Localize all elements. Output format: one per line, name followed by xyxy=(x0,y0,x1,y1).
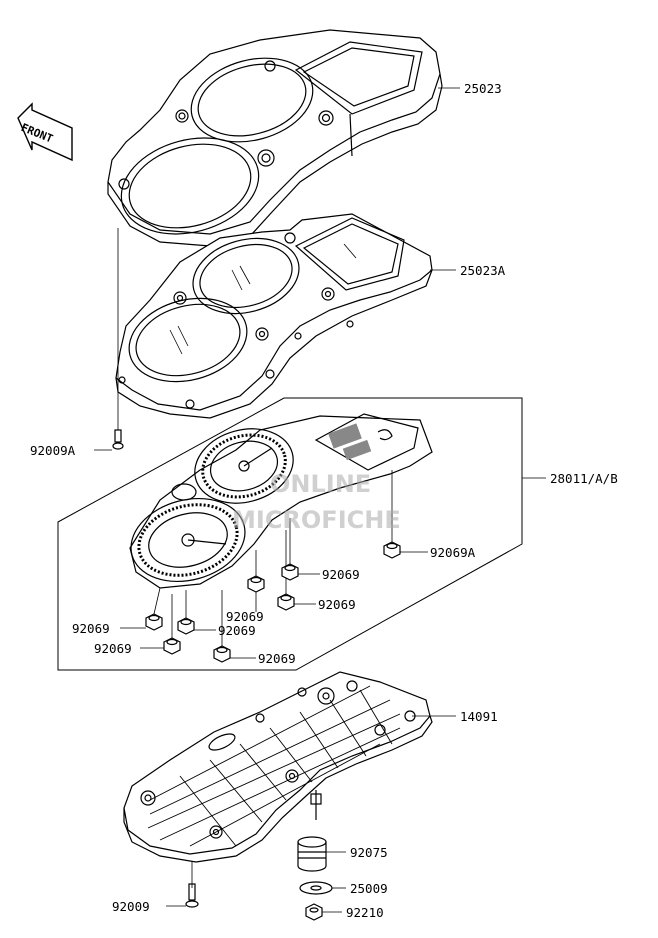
nut-leader-lines xyxy=(120,551,428,659)
part-label-92009: 92009 xyxy=(112,899,150,914)
part-label-25023a: 25023A xyxy=(460,263,506,278)
part-label-14091: 14091 xyxy=(460,709,498,724)
nut-92069a xyxy=(383,541,401,559)
part-label-92069: 92069 xyxy=(318,597,356,612)
part-label-92069: 92069 xyxy=(72,621,110,636)
part-label-92069: 92069 xyxy=(258,651,296,666)
part-label-25023: 25023 xyxy=(464,81,502,96)
part-label-25009: 25009 xyxy=(350,881,388,896)
screw-92009 xyxy=(166,862,199,908)
meter-assembly xyxy=(129,413,433,648)
nut-92069 xyxy=(145,563,299,663)
part-label-92069: 92069 xyxy=(94,641,132,656)
part-label-92069a: 92069A xyxy=(430,545,476,560)
part-label-92210: 92210 xyxy=(346,905,384,920)
front-arrow-icon xyxy=(17,102,73,162)
meter-cover-upper xyxy=(107,29,443,247)
meter-case xyxy=(115,213,433,419)
nut-92210 xyxy=(305,903,342,921)
part-label-92069: 92069 xyxy=(226,609,264,624)
part-label-92069: 92069 xyxy=(218,623,256,638)
damper-92075 xyxy=(297,836,346,872)
watermark-line1: ONLINE xyxy=(270,470,372,498)
part-label-92075: 92075 xyxy=(350,845,388,860)
watermark-line2: MICROFICHE xyxy=(232,506,401,534)
meter-assembly-frame xyxy=(57,397,523,671)
part-label-92069: 92069 xyxy=(322,567,360,582)
screw-92009a xyxy=(94,228,124,451)
meter-case-lower xyxy=(123,671,456,863)
washer-25009 xyxy=(299,881,346,895)
part-label-92009a: 92009A xyxy=(30,443,76,458)
part-label-28011: 28011/A/B xyxy=(550,471,618,486)
upper-leader-lines xyxy=(430,87,546,479)
